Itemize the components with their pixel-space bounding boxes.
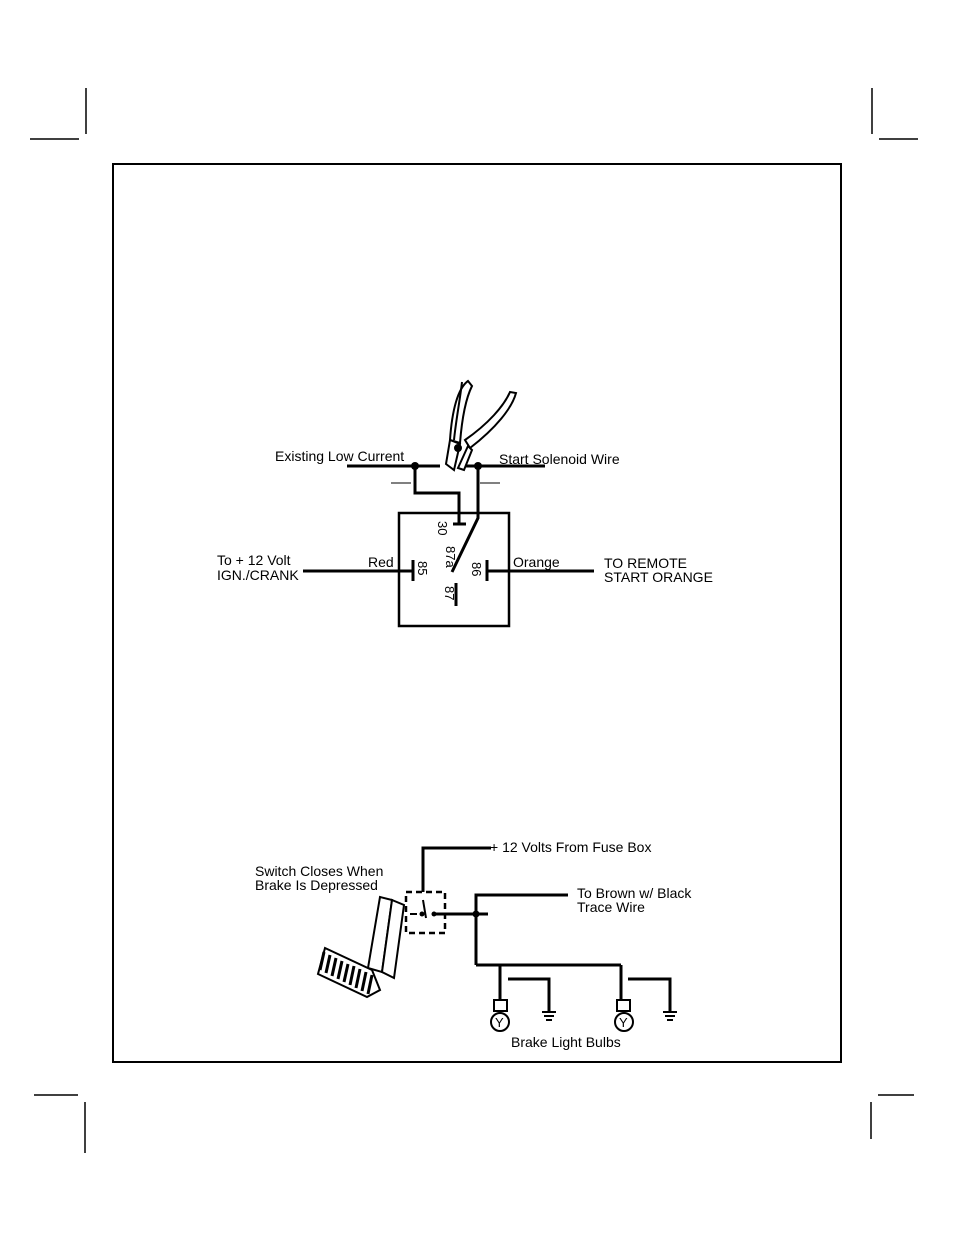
orange-wire-label: Orange	[513, 554, 560, 570]
ground-2-icon	[663, 1012, 677, 1020]
pin-87a-label: 87a	[443, 546, 458, 568]
to-12-volt-label-line2: IGN./CRANK	[217, 567, 299, 583]
wire-to-pin-30	[415, 466, 459, 524]
remote-start-label-line2: START ORANGE	[604, 569, 713, 585]
bulb-1-symbol: Y	[495, 1015, 504, 1030]
crop-marks	[30, 88, 918, 1153]
fuse-box-wire	[423, 848, 491, 892]
existing-low-current-label: Existing Low Current	[275, 448, 404, 464]
ground-1-icon	[542, 1012, 556, 1020]
pin-87-label: 87	[442, 586, 457, 600]
start-solenoid-wire-label: Start Solenoid Wire	[499, 451, 620, 467]
brake-light-bulbs-label: Brake Light Bulbs	[511, 1034, 621, 1050]
bulb-2-symbol: Y	[619, 1015, 628, 1030]
to-12-volt-label-line1: To + 12 Volt	[217, 552, 291, 568]
brake-diagram: Y Y	[255, 839, 692, 1050]
pin-30-label: 30	[435, 521, 450, 535]
brown-trace-wire	[476, 895, 568, 914]
brake-pedal-icon	[318, 897, 404, 997]
relay-diagram: 30 87a 85 86 87 Existing Low Current Sta…	[217, 381, 713, 626]
plus-12-volts-label: + 12 Volts From Fuse Box	[490, 839, 651, 855]
brown-trace-label-line2: Trace Wire	[577, 899, 645, 915]
pin-86-label: 86	[469, 562, 484, 576]
pin-85-label: 85	[415, 561, 430, 575]
switch-closes-label-line2: Brake Is Depressed	[255, 877, 378, 893]
bulb2-ground-wire	[628, 979, 670, 1012]
bulb1-ground-wire	[508, 979, 549, 1012]
red-wire-label: Red	[368, 554, 394, 570]
